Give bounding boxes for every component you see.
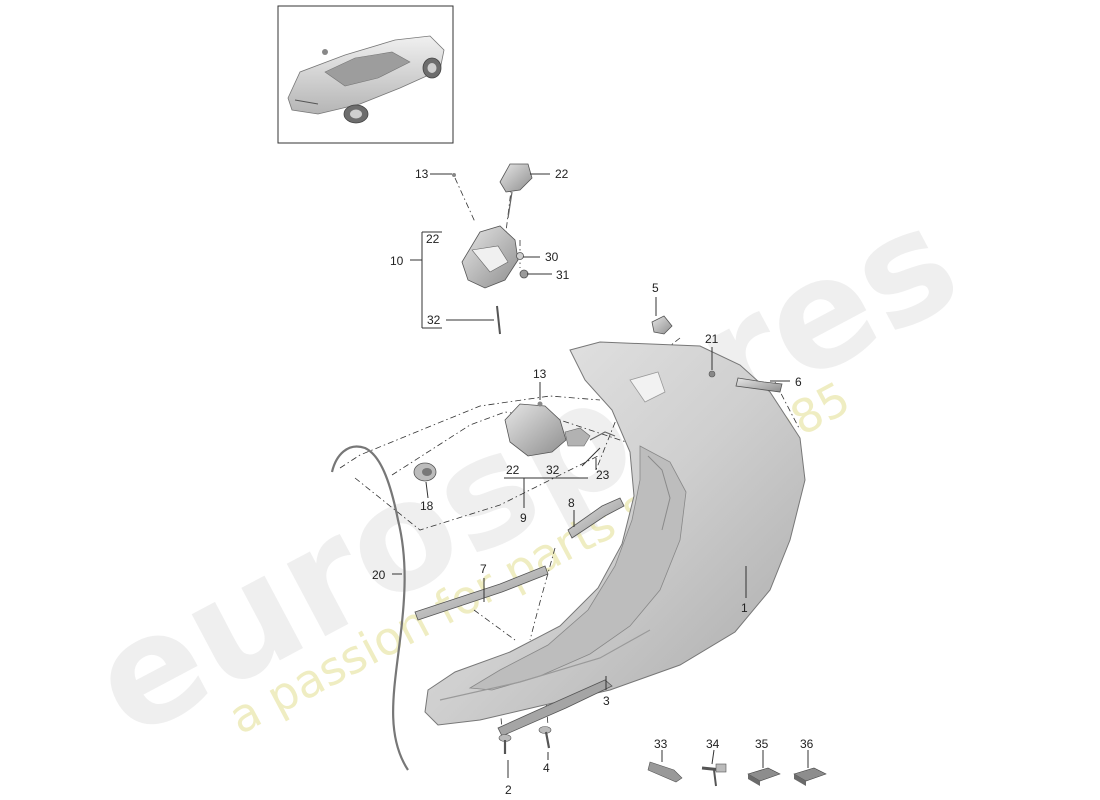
callout-32-lower: 32 [546,463,560,477]
latch-assembly-part-9 [504,401,616,457]
callout-3: 3 [603,694,610,708]
callout-22-bracket: 22 [426,232,440,246]
pack-part-35 [747,767,781,786]
callout-8: 8 [568,496,575,510]
strip-part-7 [414,565,549,621]
callout-18: 18 [420,499,434,513]
strip-part-8 [567,497,625,539]
callout-4: 4 [543,761,550,775]
callout-13-top: 13 [415,167,429,181]
callout-33: 33 [654,737,668,751]
applicator-part-34 [701,763,727,787]
callout-30: 30 [545,250,559,264]
vehicle-thumbnail [277,5,454,144]
screw-part-21 [708,370,716,378]
callout-21: 21 [705,332,719,346]
callout-22-top: 22 [555,167,569,181]
callout-32-top: 32 [427,313,441,327]
cable-part-20 [330,445,409,771]
callout-5: 5 [652,281,659,295]
callout-13-mid: 13 [533,367,547,381]
callout-20: 20 [372,568,386,582]
leader-lines [392,173,809,778]
callout-23: 23 [596,468,610,482]
callout-36: 36 [800,737,814,751]
screw-part-2 [498,734,512,754]
pack-part-36 [793,767,827,786]
callout-2: 2 [505,783,512,797]
tube-part-33 [647,761,683,783]
clip-part-5 [651,315,673,335]
grommet-part-18 [413,462,437,482]
callout-31: 31 [556,268,570,282]
callout-35: 35 [755,737,769,751]
callout-6: 6 [795,375,802,389]
latch-assembly-part-10 [452,163,533,335]
callout-1: 1 [741,601,748,615]
screw-part-4 [538,726,552,749]
callout-numbers: 13 22 22 10 32 30 31 5 21 6 13 22 32 23 … [372,167,814,797]
callout-10: 10 [390,254,404,268]
side-panel-part-1 [424,341,806,726]
callout-22-lower: 22 [506,463,520,477]
bracket-part-6 [735,377,783,393]
callout-9: 9 [520,511,527,525]
callout-34: 34 [706,737,720,751]
callout-7: 7 [480,562,487,576]
